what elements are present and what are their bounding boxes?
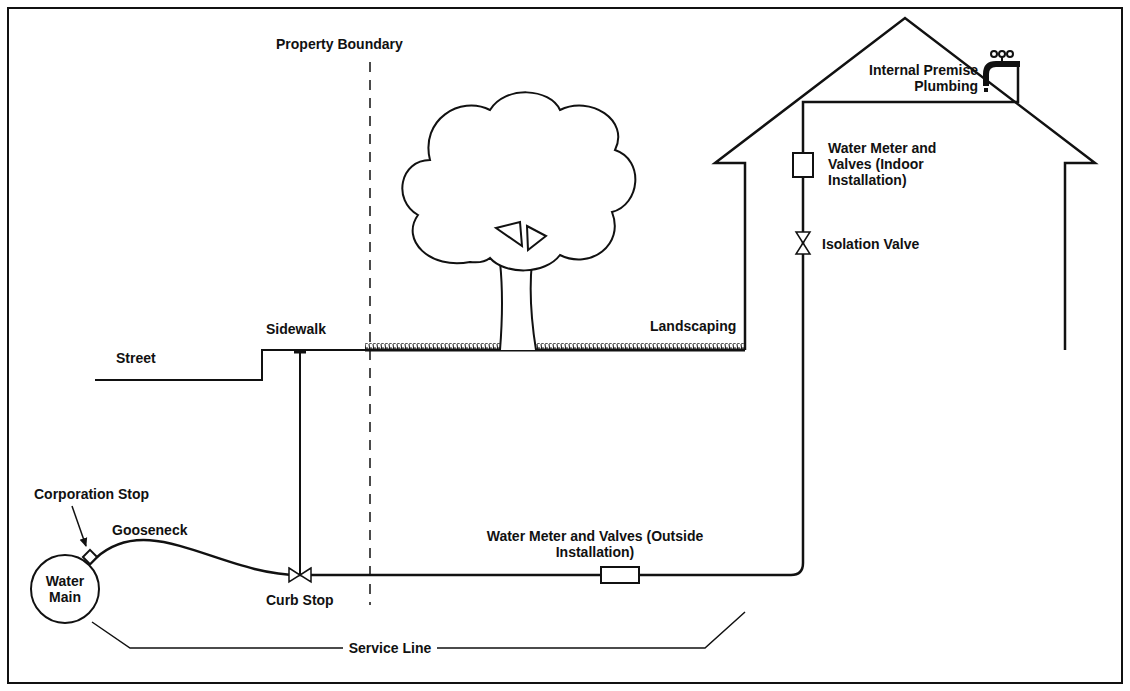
part-label: Isolation Valve: [822, 236, 919, 252]
part-label: Property Boundary: [276, 36, 403, 52]
meter-caption: Water Meter and Valves (Indoor Installat…: [828, 140, 976, 188]
house-outline: [715, 18, 1095, 350]
ground-line: [95, 350, 745, 380]
grass: [365, 343, 745, 351]
part-label: Corporation Stop: [34, 486, 149, 502]
water-main-circle: Water Main: [30, 554, 100, 624]
part-label: Sidewalk: [266, 321, 326, 337]
part-label: Gooseneck: [112, 522, 187, 538]
meter-node: Water Meter and Valves (Outside Installa…: [485, 528, 705, 588]
frame: [8, 8, 1122, 683]
property-boundary-line: [369, 62, 371, 605]
isolation-valve: [796, 232, 810, 254]
part-label: Landscaping: [650, 318, 736, 334]
part-label: Street: [116, 350, 156, 366]
node-label: Water Main: [32, 573, 98, 605]
service-pipe: [640, 178, 803, 575]
part-label: Curb Stop: [266, 592, 334, 608]
leader-arrow: [72, 506, 86, 546]
part-label: Service Line: [343, 640, 438, 656]
meter-caption: Water Meter and Valves (Outside Installa…: [485, 528, 705, 560]
faucet: [986, 51, 1020, 92]
part-label: Internal Premise Plumbing: [826, 62, 978, 94]
meter-node: Water Meter and Valves (Indoor Installat…: [792, 140, 982, 200]
grass-line: [365, 349, 745, 352]
service-pipe: [90, 540, 600, 575]
water-meter-box: [792, 152, 814, 178]
tree: [402, 92, 635, 350]
curb-stop-valve: [289, 352, 311, 582]
water-meter-box: [600, 566, 640, 584]
